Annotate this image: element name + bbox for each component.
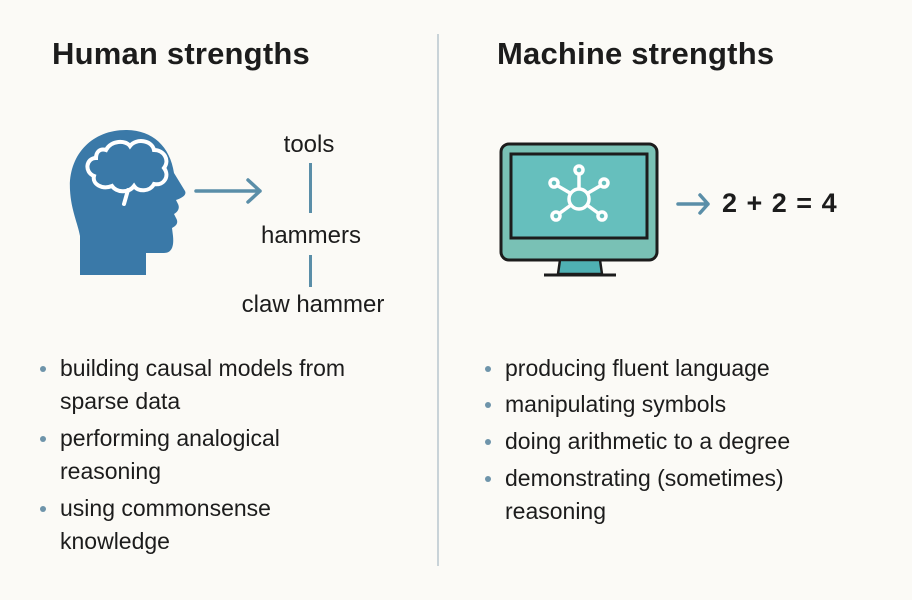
taxonomy-claw-hammer: claw hammer: [241, 291, 385, 318]
human-strengths-title: Human strengths: [52, 36, 310, 71]
list-item: demonstrating (sometimes) reasoning: [485, 462, 835, 528]
list-item: performing analogical reasoning: [40, 422, 370, 488]
taxonomy-tools: tools: [283, 131, 335, 158]
arithmetic-equation: 2 + 2 = 4: [722, 188, 838, 218]
list-item: producing fluent language: [485, 352, 865, 385]
computer-monitor-icon: [499, 142, 659, 277]
list-item: using commonsense knowledge: [40, 492, 370, 558]
machine-strengths-list: producing fluent language manipulating s…: [485, 352, 865, 532]
machine-strengths-title: Machine strengths: [497, 36, 775, 71]
taxonomy-connector: [309, 163, 312, 213]
list-item: building causal models from sparse data: [40, 352, 370, 418]
column-divider: [437, 34, 439, 566]
list-item: doing arithmetic to a degree: [485, 425, 865, 458]
arrow-right-icon: [676, 193, 710, 215]
human-head-brain-icon: [69, 130, 186, 275]
list-item: manipulating symbols: [485, 388, 865, 421]
taxonomy-hammers: hammers: [260, 222, 362, 249]
arrow-right-icon: [194, 178, 262, 204]
human-strengths-list: building causal models from sparse data …: [40, 352, 370, 562]
taxonomy-connector: [309, 255, 312, 287]
